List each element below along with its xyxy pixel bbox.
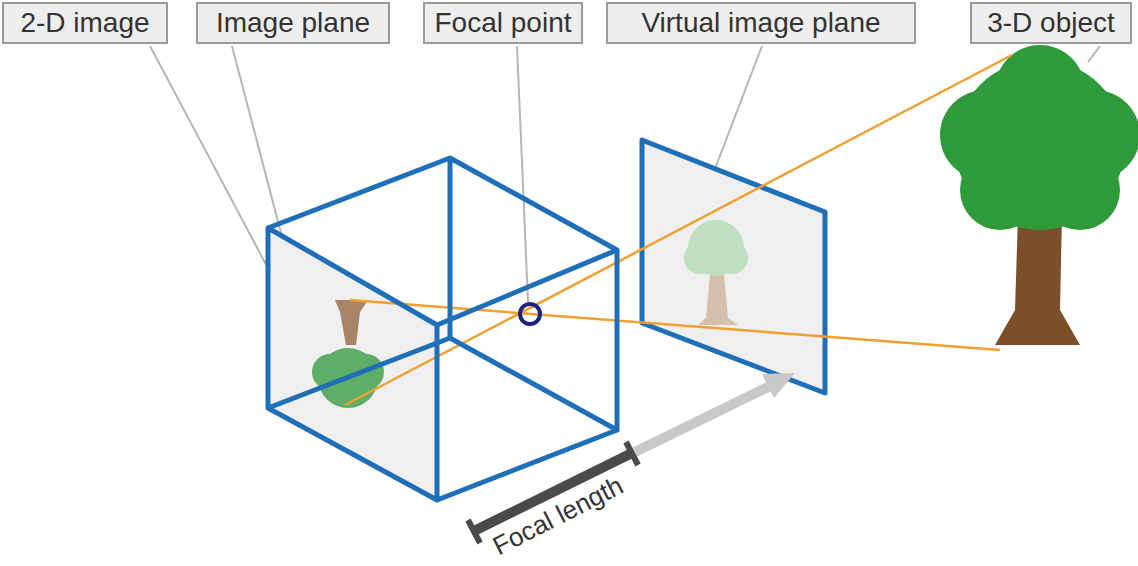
callout-label: Virtual image plane: [641, 6, 880, 40]
camera-box: [268, 158, 617, 500]
callout-label: 2-D image: [20, 6, 149, 40]
callout-label: Focal point: [435, 6, 572, 40]
inverted-image: [312, 300, 384, 408]
callout-label-box: Virtual image plane: [606, 2, 916, 44]
focal-point: [520, 304, 540, 324]
virtual-image: [684, 220, 748, 325]
callout-label-box: Image plane: [196, 2, 390, 44]
tree: [940, 45, 1138, 345]
callout-label: Image plane: [216, 6, 370, 40]
virtual-image-plane: [642, 140, 825, 393]
leader-line: [517, 46, 528, 302]
leader-line: [1088, 46, 1100, 62]
callout-label: 3-D object: [987, 6, 1115, 40]
callout-label-box: Focal point: [423, 2, 583, 44]
image-plane: [268, 228, 437, 500]
light-rays: [345, 55, 1012, 405]
callout-label-box: 3-D object: [970, 2, 1132, 44]
callout-label-box: 2-D image: [2, 2, 168, 44]
focal-length-arrow: [468, 373, 795, 543]
